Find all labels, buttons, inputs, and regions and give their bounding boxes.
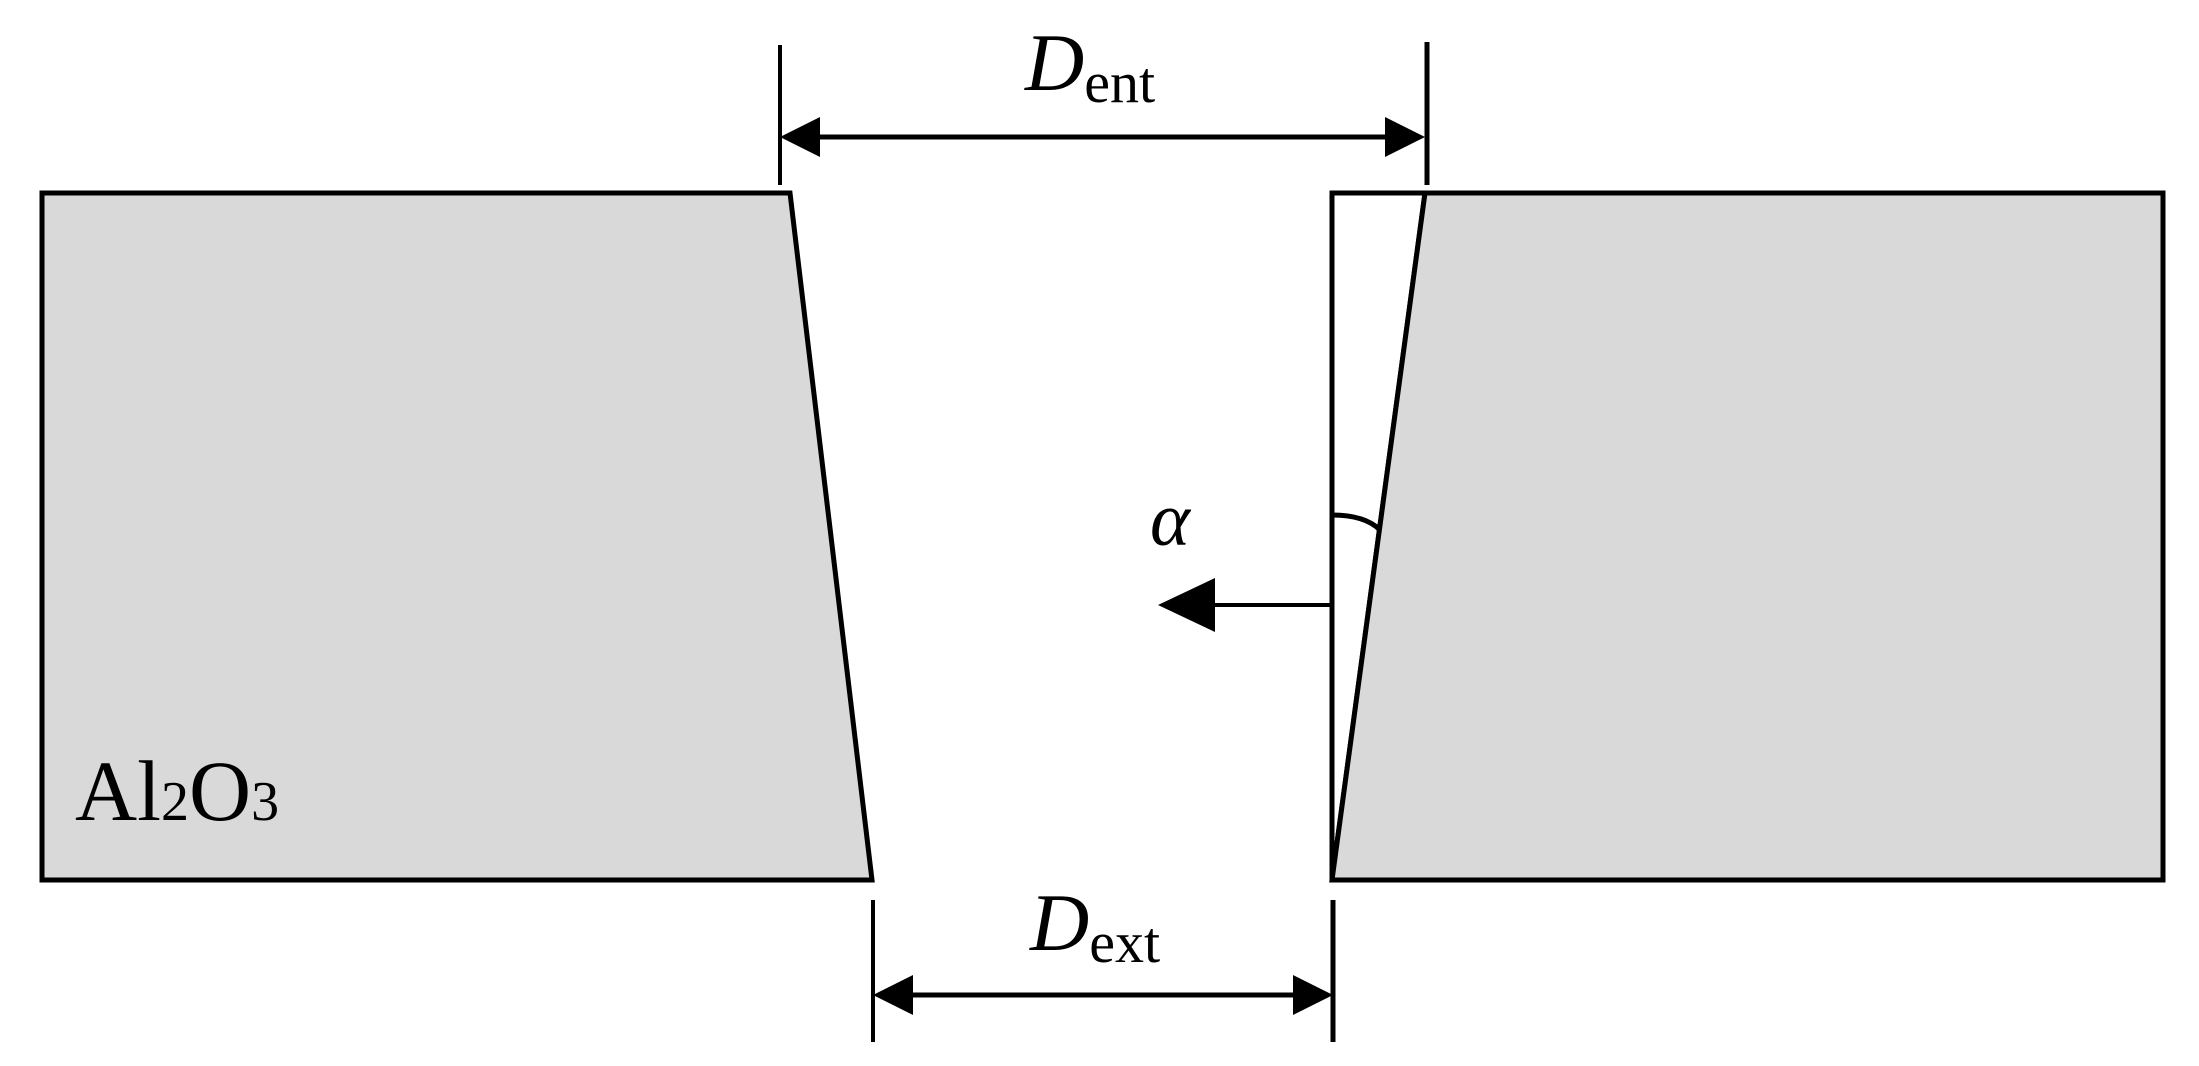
dext-label: Dext	[1029, 877, 1160, 975]
dext-right-arrowhead	[1293, 975, 1333, 1015]
taper-angle-label: α	[1150, 478, 1192, 562]
taper-angle-arc	[1331, 512, 1382, 532]
left-workpiece-block	[39, 190, 875, 883]
dent-label: Dent	[1024, 17, 1155, 115]
dext-subscript: ext	[1089, 910, 1160, 975]
dent-right-arrowhead	[1385, 117, 1425, 157]
normal-arrow-head	[1158, 578, 1215, 632]
material-label-al: Al	[75, 743, 161, 839]
material-label-sub1: 2	[161, 771, 189, 833]
material-label: Al2O3	[75, 743, 279, 839]
dext-left-arrowhead	[873, 975, 913, 1015]
material-label-sub2: 3	[251, 771, 279, 833]
dent-subscript: ent	[1084, 50, 1155, 115]
material-label-o: O	[189, 743, 251, 839]
dent-symbol: D	[1024, 17, 1084, 108]
dent-left-arrowhead	[780, 117, 820, 157]
dext-symbol: D	[1029, 877, 1089, 968]
right-workpiece-block	[1329, 190, 2166, 883]
